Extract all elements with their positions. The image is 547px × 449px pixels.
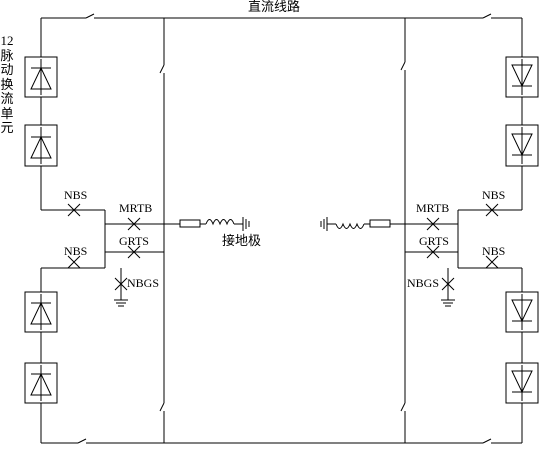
right-lower-converter-column — [458, 267, 523, 443]
valve-right-4 — [505, 362, 539, 404]
diagram-labels: 直流线路 NBS NBS MRTB GRTS NBGS 接地极 NBS NBS … — [64, 0, 505, 290]
bottom-dc-line — [41, 438, 522, 444]
valve-right-1 — [505, 56, 539, 98]
left-lower-converter-column — [40, 267, 105, 443]
valve-left-3 — [24, 291, 58, 333]
nbs-lower-right-label: NBS — [482, 244, 505, 258]
left-upper-converter-column — [40, 18, 106, 268]
dc-line-label: 直流线路 — [248, 0, 300, 14]
valve-left-1 — [24, 56, 58, 98]
nbs-upper-right-label: NBS — [482, 188, 505, 202]
top-dc-line — [41, 13, 522, 19]
right-upper-converter-column — [457, 18, 523, 268]
left-inner-bus — [159, 18, 165, 443]
ground-electrode-label: 接地极 — [222, 233, 261, 248]
mrtb-right-label: MRTB — [416, 201, 449, 215]
nbs-upper-left-label: NBS — [64, 188, 87, 202]
right-inner-bus — [400, 18, 406, 443]
left-breaker-crosses — [67, 203, 141, 291]
valve-left-2 — [24, 124, 58, 167]
left-switchyard — [105, 217, 250, 307]
nbs-lower-left-label: NBS — [64, 244, 87, 258]
valve-left-4 — [24, 362, 58, 404]
right-switchyard — [320, 217, 458, 307]
valve-right-2 — [505, 124, 539, 167]
nbgs-right-label: NBGS — [407, 276, 439, 290]
nbgs-left-label: NBGS — [127, 276, 159, 290]
valve-right-3 — [505, 291, 539, 333]
right-breaker-crosses — [426, 203, 499, 291]
mrtb-left-label: MRTB — [119, 201, 152, 215]
grts-left-label: GRTS — [119, 234, 149, 248]
converter-unit-label: 12脉动换流单元 — [0, 33, 14, 135]
grts-right-label: GRTS — [419, 234, 449, 248]
